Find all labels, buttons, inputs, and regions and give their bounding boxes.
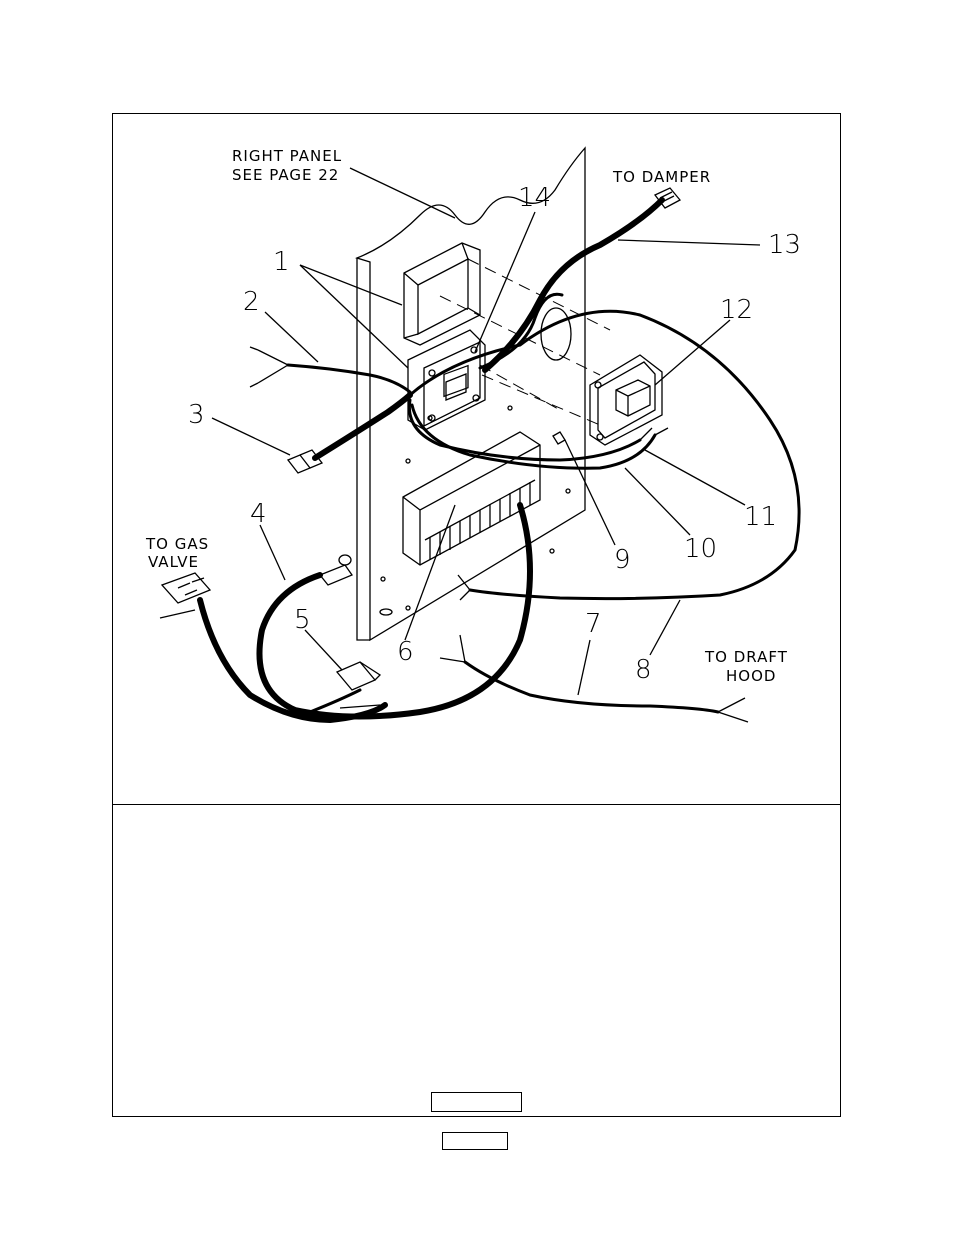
label-right-panel-1: RIGHT PANEL: [232, 147, 342, 165]
callout-10: 10: [684, 534, 717, 564]
callout-8: 8: [635, 655, 652, 685]
callout-11: 11: [744, 502, 777, 532]
label-to-draft-hood-1: TO DRAFT: [704, 648, 788, 666]
callout-3: 3: [188, 400, 205, 430]
callout-12: 12: [720, 295, 753, 325]
module-12: [590, 355, 662, 445]
callout-9: 9: [614, 545, 631, 575]
callout-6: 6: [397, 637, 414, 667]
callout-7: 7: [585, 609, 602, 639]
callout-14: 14: [518, 183, 551, 213]
cable-3: [315, 395, 410, 458]
callout-2: 2: [243, 287, 260, 317]
callout-4: 4: [250, 499, 267, 529]
label-to-damper: TO DAMPER: [612, 168, 711, 186]
callout-1: 1: [273, 247, 290, 277]
label-to-draft-hood-2: HOOD: [726, 667, 776, 685]
label-to-gas-valve-2: VALVE: [148, 553, 199, 571]
part-9: [553, 432, 565, 444]
gas-valve-connector: [162, 573, 210, 603]
cable-10: [409, 400, 640, 460]
connector-5: [337, 662, 375, 690]
callout-13: 13: [768, 230, 801, 260]
cable-13: [485, 200, 662, 370]
label-to-gas-valve-1: TO GAS: [145, 535, 209, 553]
cable-2: [288, 365, 410, 392]
square-frame-part: [404, 243, 480, 345]
connector-3: [288, 455, 310, 473]
callout-5: 5: [294, 605, 311, 635]
label-right-panel-2: SEE PAGE 22: [232, 166, 339, 184]
right-panel: [357, 148, 585, 640]
sensor-4: [320, 565, 352, 585]
